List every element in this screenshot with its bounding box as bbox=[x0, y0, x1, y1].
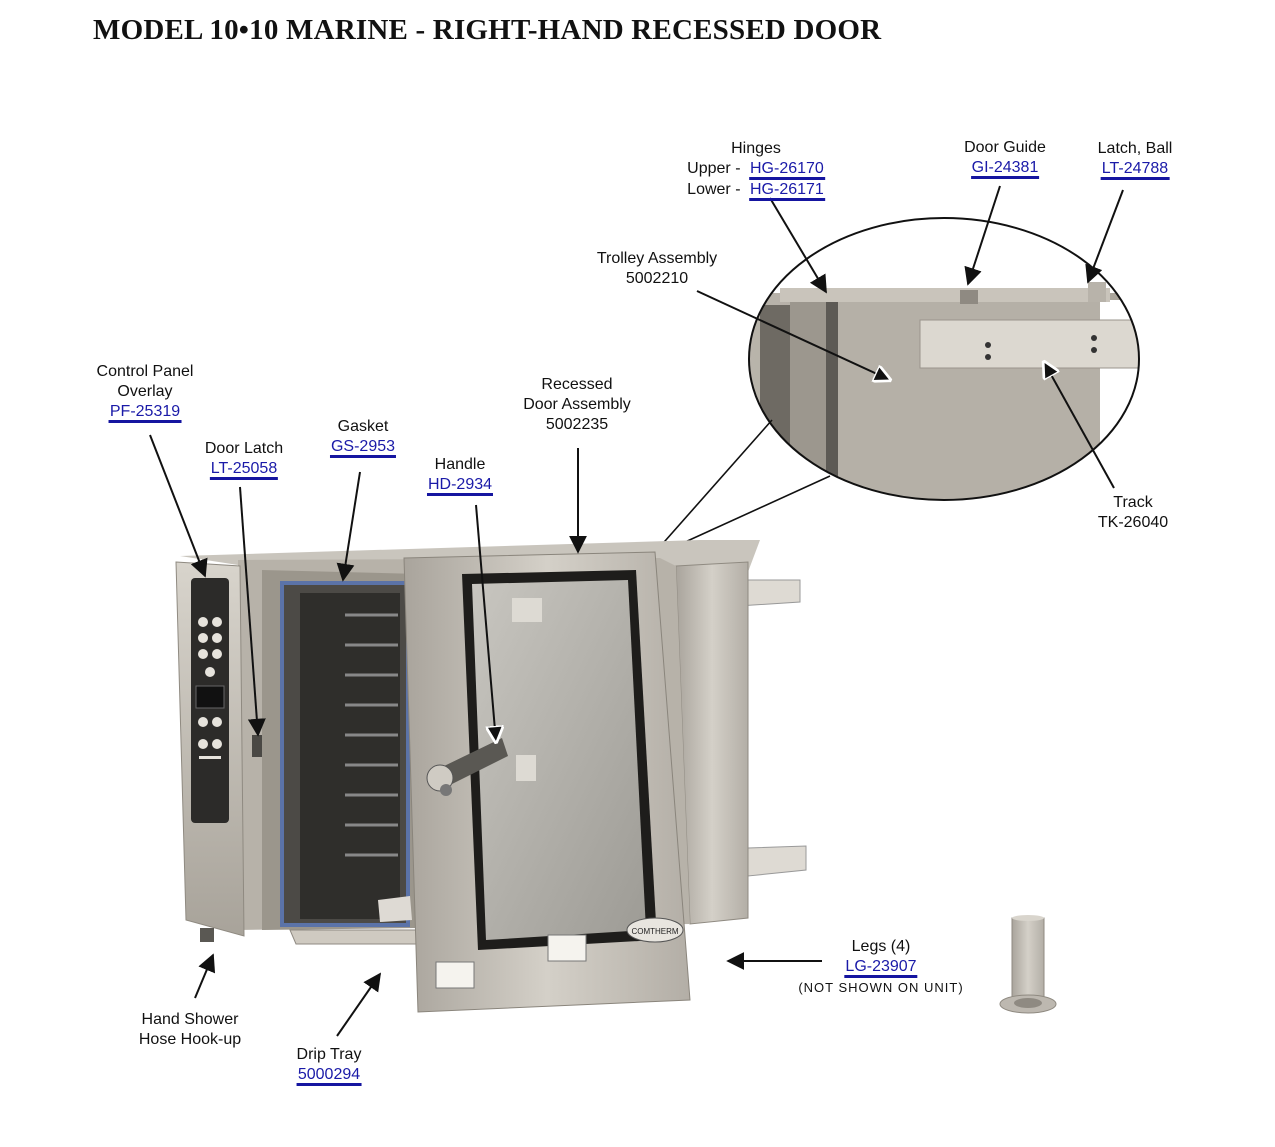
legs-callout: Legs (4) LG-23907 (NOT SHOWN ON UNIT) bbox=[798, 937, 963, 998]
leg-illustration bbox=[999, 915, 1057, 1014]
door-guide-label: Door Guide bbox=[964, 139, 1046, 156]
hinges-lower-prefix: Lower - bbox=[687, 181, 741, 198]
drip-tray-leader bbox=[336, 972, 382, 1037]
handle-callout: Handle HD-2934 bbox=[426, 455, 494, 496]
handle-label: Handle bbox=[434, 456, 486, 473]
handle-part-link[interactable]: HD-2934 bbox=[426, 476, 494, 496]
track-leader bbox=[1044, 362, 1115, 489]
trolley-assembly-leader bbox=[696, 290, 890, 380]
door-guide-callout: Door Guide GI-24381 bbox=[964, 138, 1046, 179]
latch-ball-label: Latch, Ball bbox=[1097, 140, 1173, 157]
track-part: TK-26040 bbox=[1097, 514, 1169, 531]
legs-part-link[interactable]: LG-23907 bbox=[844, 958, 918, 978]
hinges-upper-prefix: Upper - bbox=[687, 160, 741, 177]
hand-shower-label-line1: Hand Shower bbox=[141, 1011, 239, 1028]
hand-shower-callout: Hand Shower Hose Hook-up bbox=[139, 1010, 241, 1050]
hinges-lower-part-link[interactable]: HG-26171 bbox=[748, 181, 825, 201]
control-panel-leader bbox=[149, 434, 208, 578]
recessed-door-part: 5002235 bbox=[545, 416, 609, 433]
handle-leader bbox=[475, 504, 496, 742]
gasket-callout: Gasket GS-2953 bbox=[329, 417, 397, 458]
hinges-leader bbox=[769, 197, 827, 294]
hinges-callout: Hinges Upper - HG-26170 Lower - HG-26171 bbox=[687, 139, 825, 201]
control-panel-label-line1: Control Panel bbox=[96, 363, 194, 380]
door-latch-callout: Door Latch LT-25058 bbox=[205, 439, 283, 480]
door-latch-part-link[interactable]: LT-25058 bbox=[209, 460, 279, 480]
drip-tray-part-link[interactable]: 5000294 bbox=[296, 1066, 362, 1086]
track-label: Track bbox=[1113, 494, 1153, 511]
control-panel-callout: Control Panel Overlay PF-25319 bbox=[96, 362, 194, 423]
drip-tray-label: Drip Tray bbox=[296, 1046, 362, 1063]
latch-ball-leader bbox=[1085, 189, 1124, 284]
gasket-label: Gasket bbox=[337, 418, 389, 435]
hand-shower-leader bbox=[194, 953, 216, 999]
hand-shower-label-line2: Hose Hook-up bbox=[138, 1031, 242, 1048]
latch-ball-part-link[interactable]: LT-24788 bbox=[1100, 160, 1170, 180]
trolley-assembly-callout: Trolley Assembly 5002210 bbox=[597, 249, 717, 289]
legs-label: Legs (4) bbox=[851, 938, 911, 955]
legs-note: (NOT SHOWN ON UNIT) bbox=[798, 980, 964, 995]
trolley-assembly-part: 5002210 bbox=[625, 270, 689, 287]
hinges-upper-part-link[interactable]: HG-26170 bbox=[748, 160, 825, 180]
recessed-door-label-line1: Recessed bbox=[541, 376, 613, 393]
gasket-part-link[interactable]: GS-2953 bbox=[329, 438, 397, 458]
oven-brand-badge: COMTHERM bbox=[631, 927, 678, 936]
gasket-leader bbox=[336, 471, 361, 582]
control-panel-label-line2: Overlay bbox=[117, 383, 173, 400]
control-panel-part-link[interactable]: PF-25319 bbox=[108, 403, 182, 423]
recessed-door-callout: Recessed Door Assembly 5002235 bbox=[523, 375, 631, 435]
drip-tray-callout: Drip Tray 5000294 bbox=[296, 1045, 362, 1086]
track-callout: Track TK-26040 bbox=[1098, 493, 1168, 533]
oven-unit: COMTHERM bbox=[175, 540, 807, 1013]
door-latch-label: Door Latch bbox=[204, 440, 284, 457]
door-latch-leader bbox=[239, 486, 266, 737]
page-title: MODEL 10•10 MARINE - RIGHT-HAND RECESSED… bbox=[93, 14, 882, 46]
hinges-label: Hinges bbox=[731, 140, 781, 157]
recessed-door-label-line2: Door Assembly bbox=[523, 396, 631, 413]
door-guide-leader bbox=[964, 185, 1001, 286]
door-guide-part-link[interactable]: GI-24381 bbox=[970, 159, 1040, 179]
latch-ball-callout: Latch, Ball LT-24788 bbox=[1097, 139, 1173, 180]
trolley-assembly-label: Trolley Assembly bbox=[596, 250, 718, 267]
